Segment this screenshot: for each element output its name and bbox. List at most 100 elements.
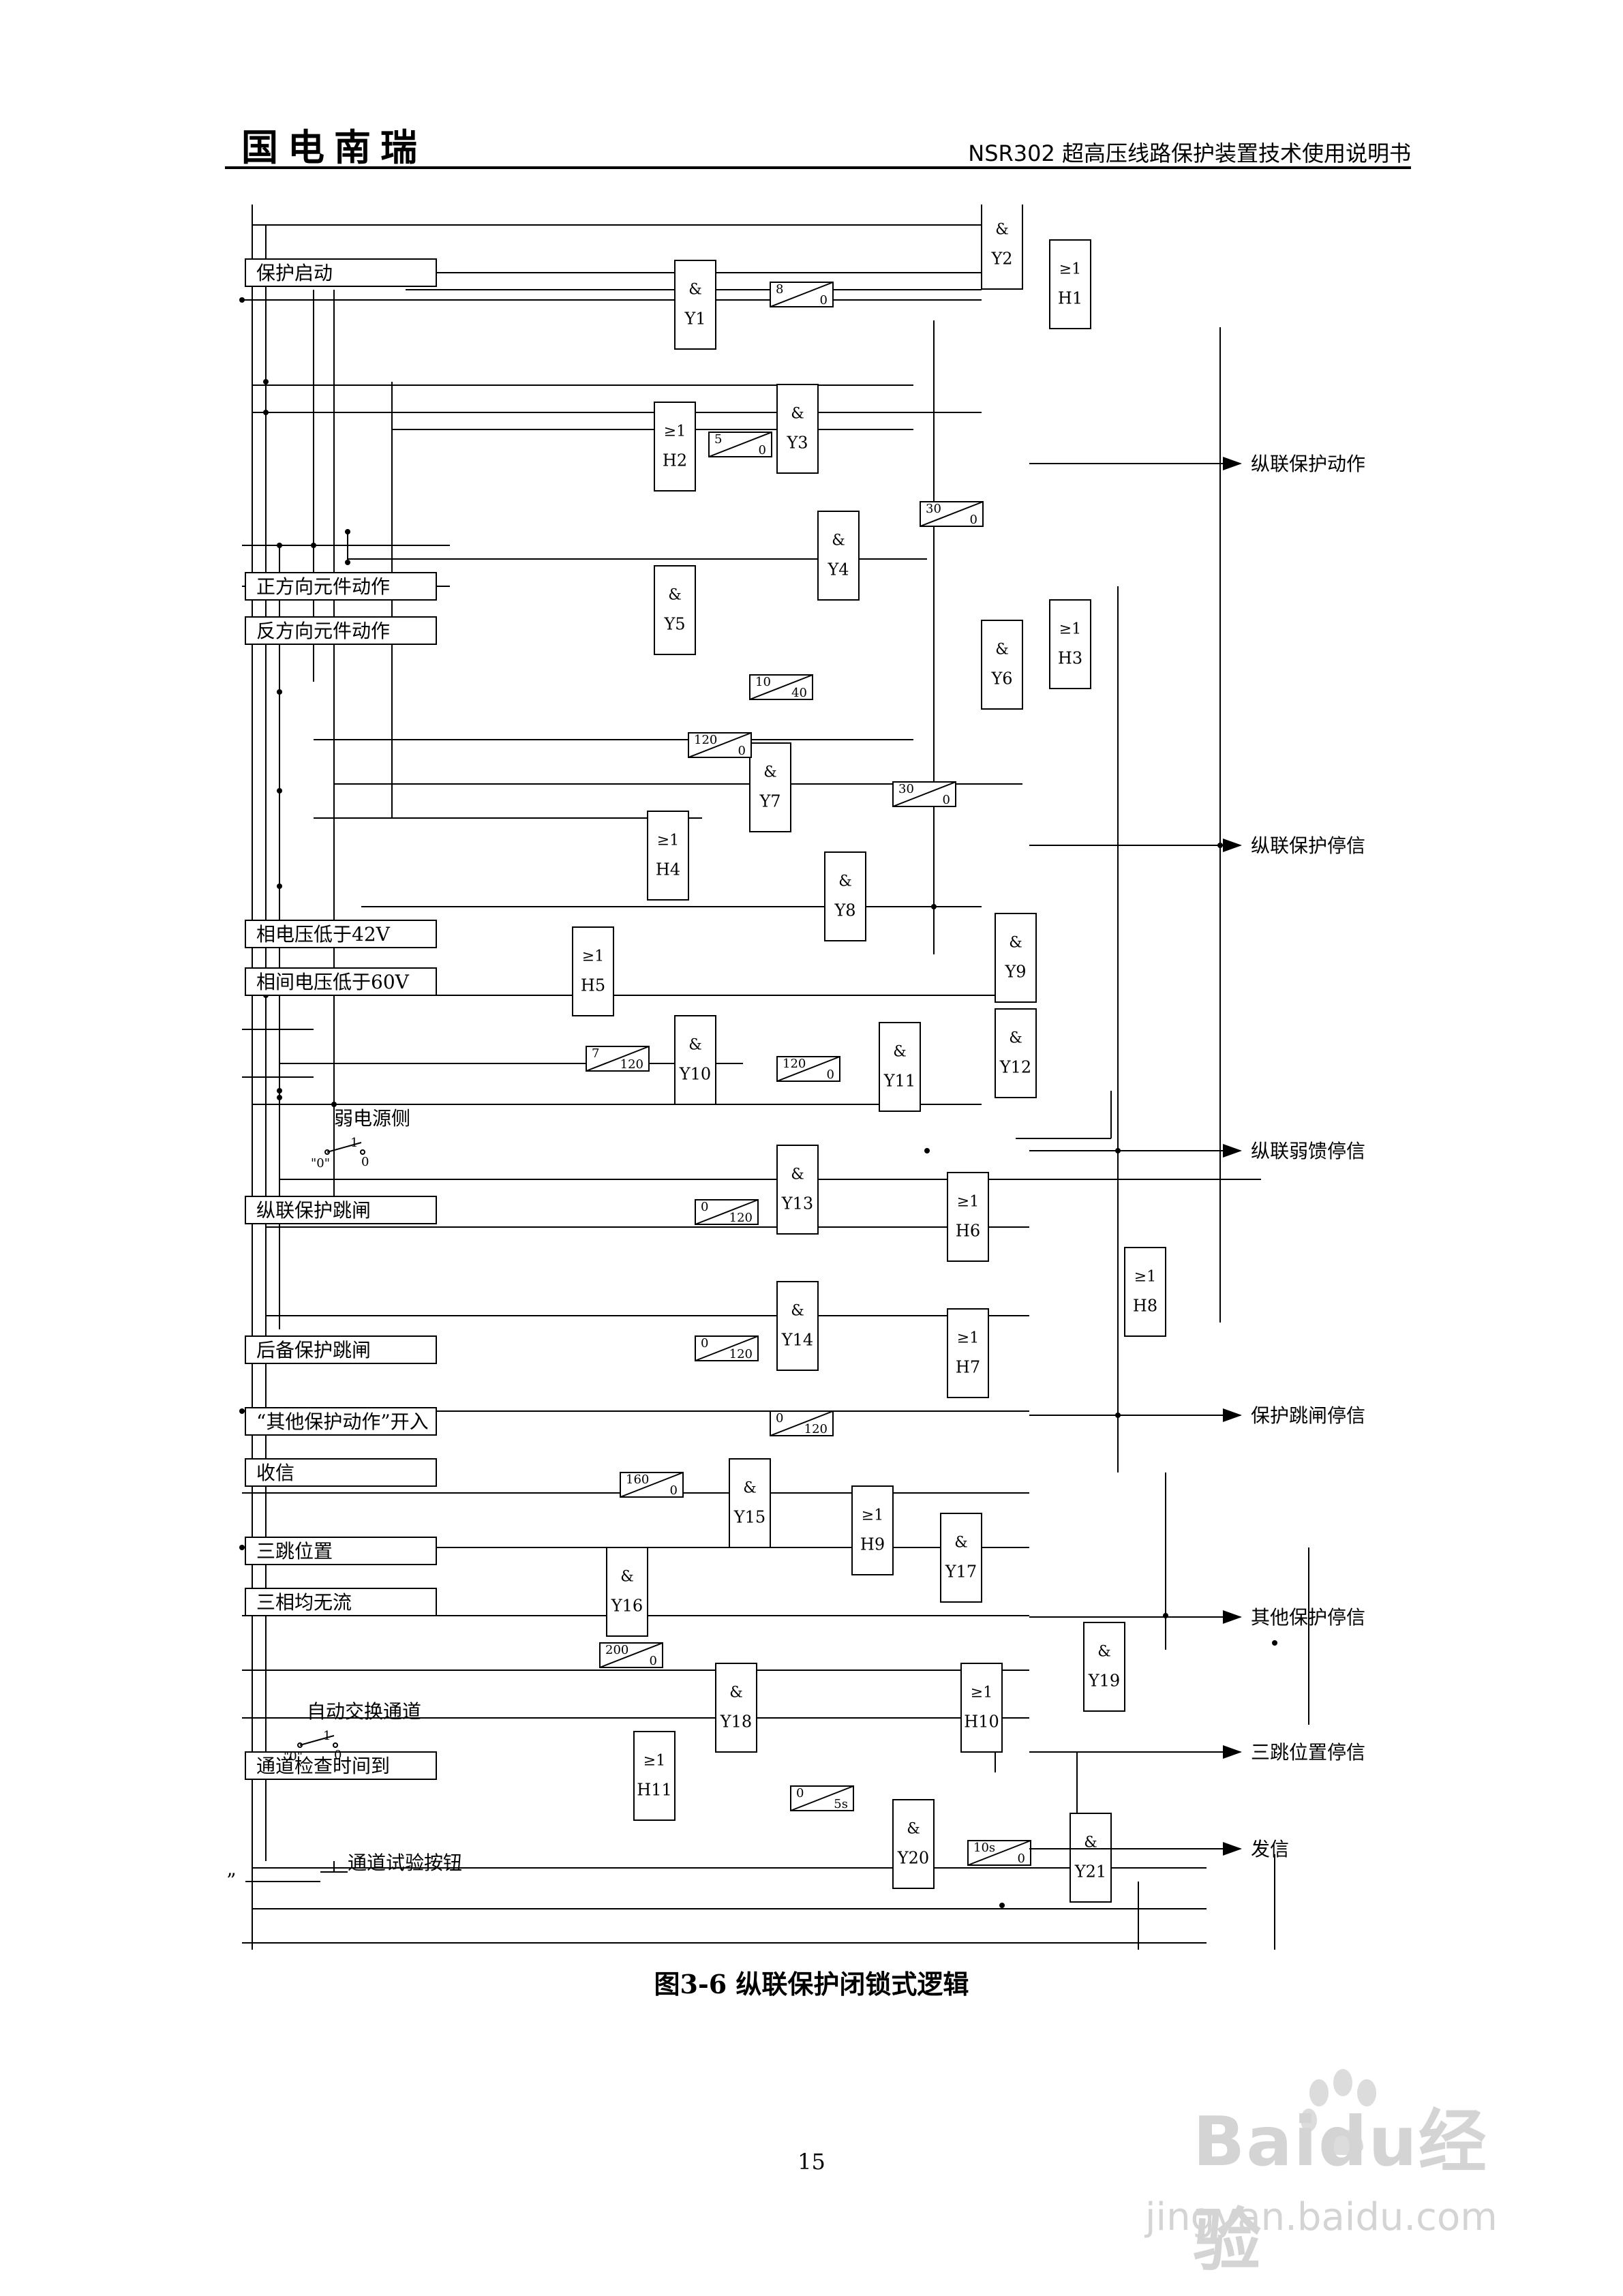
gate-box <box>729 1458 771 1548</box>
timer-t1: 80 <box>770 282 834 307</box>
gate-box <box>1083 1622 1125 1712</box>
timer-pickup: 30 <box>926 502 941 516</box>
switch-contact <box>333 1742 338 1748</box>
gate-box <box>851 1485 894 1575</box>
gate-symbol: ≥1 <box>1059 260 1081 277</box>
input-box <box>245 1588 437 1616</box>
gate-symbol: & <box>688 281 702 298</box>
timer-dropout: 120 <box>620 1057 643 1072</box>
gate-y10: &Y10 <box>674 1015 716 1105</box>
switch-zero: 0 <box>334 1748 342 1762</box>
timer-diagonal <box>708 432 772 457</box>
input-label: 纵联保护跳闸 <box>256 1199 371 1222</box>
gate-box <box>633 1731 676 1821</box>
gate-h4: ≥1H4 <box>647 811 689 901</box>
input-label: 相电压低于42V <box>256 923 391 946</box>
timer-t6: 300 <box>892 781 956 807</box>
gate-name: Y3 <box>786 434 808 453</box>
junction-dot <box>924 1148 930 1153</box>
gate-name: Y5 <box>663 615 685 634</box>
junction-dot <box>263 410 269 415</box>
gate-name: Y15 <box>733 1508 765 1527</box>
input-in7: 后备保护跳闸 <box>245 1335 437 1364</box>
timer-diagonal <box>892 781 956 807</box>
input-box <box>245 258 437 287</box>
gate-symbol: & <box>893 1043 907 1060</box>
gate-y16: &Y16 <box>606 1547 648 1637</box>
switch-one: 1 <box>323 1729 331 1743</box>
gate-box <box>892 1799 935 1889</box>
gate-box <box>749 742 791 832</box>
gate-y5: &Y5 <box>654 565 696 655</box>
paw-icon <box>1301 2069 1376 2156</box>
input-label: 后备保护跳闸 <box>256 1339 371 1361</box>
timer-diagonal <box>770 1410 834 1436</box>
gate-name: Y11 <box>883 1072 915 1091</box>
timer-pickup: 10s <box>973 1841 995 1855</box>
output-out1-label: 纵联保护动作 <box>1251 453 1365 475</box>
timer-dropout: 0 <box>738 744 746 758</box>
gate-symbol: & <box>832 532 845 549</box>
gate-symbol: ≥1 <box>657 832 679 849</box>
input-box <box>245 1537 437 1565</box>
junction-dot <box>277 1095 282 1100</box>
gate-box <box>817 511 860 601</box>
gate-box <box>776 384 819 474</box>
input-box <box>245 1196 437 1224</box>
document-title: NSR302 超高压线路保护装置技术使用说明书 <box>968 140 1411 166</box>
timer-pickup: 7 <box>592 1046 599 1061</box>
header-rule <box>225 166 1411 169</box>
gate-name: Y1 <box>684 309 706 329</box>
gate-y19: &Y19 <box>1083 1622 1125 1712</box>
gate-box <box>995 1008 1037 1098</box>
switch-blade <box>299 1735 335 1746</box>
timer-diagonal <box>749 674 813 700</box>
gate-h7: ≥1H7 <box>947 1308 989 1398</box>
gate-box <box>995 913 1037 1003</box>
gate-h3: ≥1H3 <box>1049 599 1091 689</box>
gate-y1: & Y1 <box>674 260 716 350</box>
baidu-watermark: Baidu经验 jingyan.baidu.com <box>1118 2066 1554 2280</box>
junction-dot <box>263 379 269 384</box>
wire <box>391 382 913 430</box>
switch-zero: 0 <box>361 1155 369 1169</box>
timer-dropout: 0 <box>943 793 950 807</box>
gate-name: H1 <box>1058 289 1082 308</box>
gate-box <box>715 1663 757 1753</box>
gate-box <box>647 811 689 901</box>
gate-symbol: & <box>1009 934 1022 951</box>
timer-diagonal <box>688 732 752 758</box>
input-in1: 保护启动 <box>245 258 437 287</box>
input-label: 三相均无流 <box>256 1591 352 1614</box>
gate-box <box>960 1663 1003 1753</box>
channel-test-button: “1”通道试验按钮 <box>204 1852 462 1892</box>
input-box <box>245 1458 437 1487</box>
gate-box <box>654 565 696 655</box>
gate-symbol: ≥1 <box>971 1684 992 1701</box>
figure-caption: 图3-6 纵联保护闭锁式逻辑 <box>654 1969 969 1999</box>
junction-dot <box>311 543 316 548</box>
gate-y8: &Y8 <box>824 851 866 941</box>
junction-dot <box>239 1545 245 1550</box>
switch-title: 弱电源侧 <box>334 1107 410 1130</box>
gate-symbol: & <box>791 405 804 422</box>
input-label: 通道检查时间到 <box>256 1755 390 1777</box>
timer-t7: 7 120 <box>586 1046 650 1072</box>
gate-box <box>981 200 1023 290</box>
gate-box <box>1049 239 1091 329</box>
input-box <box>245 1407 437 1436</box>
junction-dot <box>277 1088 282 1093</box>
switch-zero-quote: "0" <box>284 1749 303 1764</box>
timer-pickup: 0 <box>701 1336 708 1350</box>
gate-name: Y13 <box>781 1194 813 1213</box>
gate-symbol: & <box>907 1820 920 1837</box>
junction-dot <box>1272 1640 1277 1646</box>
timer-diagonal <box>776 1056 840 1082</box>
gate-symbol: & <box>1097 1643 1111 1660</box>
timer-dropout: 5s <box>834 1797 848 1811</box>
